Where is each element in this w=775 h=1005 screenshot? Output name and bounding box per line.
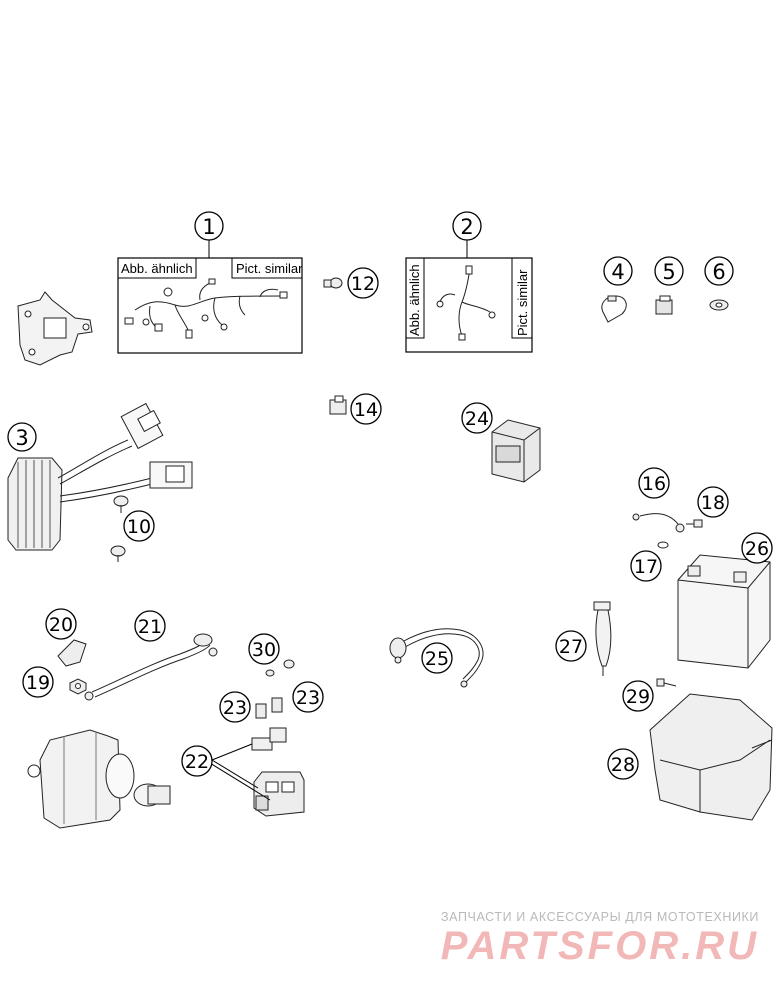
callout-21: 21	[134, 610, 166, 642]
callout-25: 25	[421, 642, 453, 674]
wiring-harness-box-1: Abb. ähnlich Pict. similar	[117, 240, 303, 354]
holder-clip	[655, 295, 673, 315]
callout-label: 17	[634, 556, 658, 578]
callout-label: 23	[296, 687, 320, 709]
callout-2: 2	[452, 211, 482, 241]
box2-left-label: Abb. ähnlich	[407, 264, 422, 336]
callout-label: 28	[611, 754, 635, 776]
box1-left-label: Abb. ähnlich	[121, 261, 193, 276]
callout-27: 27	[555, 630, 587, 662]
mounting-bracket	[17, 291, 93, 366]
wiring-harness-box-2: Abb. ähnlich Pict. similar	[405, 240, 533, 353]
box1-right-label: Pict. similar	[236, 261, 303, 276]
callout-label: 12	[351, 273, 375, 295]
callout-30: 30	[248, 633, 280, 665]
callout-20: 20	[45, 608, 77, 640]
callout-label: 10	[127, 516, 151, 538]
callout-23-left: 23	[219, 691, 251, 723]
callout-24: 24	[461, 402, 493, 434]
callout-label: 30	[252, 639, 276, 661]
callout-17: 17	[630, 550, 662, 582]
callout-label: 27	[559, 636, 583, 658]
callout-label: 18	[701, 492, 725, 514]
callout-label: 16	[642, 473, 666, 495]
watermark: ЗАПЧАСТИ И АКСЕССУАРЫ ДЛЯ МОТОТЕХНИКИ PA…	[441, 910, 759, 968]
battery	[677, 554, 771, 669]
callout-28: 28	[607, 748, 639, 780]
screw-10	[110, 495, 129, 562]
relay-cover	[251, 727, 287, 751]
callout-label: 5	[662, 260, 675, 284]
callout-4: 4	[603, 256, 633, 286]
box2-right-label: Pict. similar	[515, 269, 530, 336]
main-harness-drawing	[124, 278, 288, 339]
callout-29: 29	[622, 680, 654, 712]
battery-strap	[593, 601, 612, 676]
callout-16: 16	[638, 467, 670, 499]
callout-label: 24	[465, 408, 489, 430]
callout-label: 23	[223, 697, 247, 719]
callout-label: 19	[26, 672, 50, 694]
callout-label: 6	[712, 260, 725, 284]
connector-14	[329, 395, 347, 415]
tray-screw	[656, 678, 677, 687]
callout-label: 3	[15, 426, 28, 450]
callout-22: 22	[181, 745, 213, 777]
callout-label: 29	[626, 686, 650, 708]
watermark-brand: PARTSFOR.RU	[440, 924, 759, 968]
callout-label: 22	[185, 751, 209, 773]
battery-tray	[649, 693, 773, 821]
callout-14: 14	[350, 393, 382, 425]
callout-22-leaders	[204, 743, 271, 801]
fuse-23	[255, 697, 283, 719]
callout-1: 1	[194, 211, 224, 241]
callout-label: 20	[49, 614, 73, 636]
battery-washer	[657, 541, 669, 549]
callout-5: 5	[654, 256, 684, 286]
callout-10: 10	[123, 510, 155, 542]
cap-30	[265, 659, 295, 677]
starter-relay	[253, 771, 305, 817]
cable-tie	[601, 295, 627, 323]
nut-19	[69, 678, 87, 695]
callout-3: 3	[7, 422, 37, 452]
watermark-tagline: ЗАПЧАСТИ И АКСЕССУАРЫ ДЛЯ МОТОТЕХНИКИ	[441, 910, 759, 924]
callout-label: 2	[460, 215, 473, 239]
cable-grommet	[709, 299, 729, 311]
callout-6: 6	[704, 256, 734, 286]
battery-ground-cable	[632, 513, 685, 533]
control-unit	[491, 419, 541, 483]
secondary-harness-drawing	[436, 265, 496, 341]
callout-12: 12	[347, 267, 379, 299]
battery-screw	[686, 519, 703, 528]
starter-cable	[84, 633, 218, 701]
terminal-cap	[57, 639, 87, 667]
starter-motor	[27, 729, 171, 829]
battery-positive-cable	[389, 628, 484, 688]
callout-23-right: 23	[292, 681, 324, 713]
callout-label: 4	[611, 260, 624, 284]
voltage-regulator	[7, 402, 193, 551]
callout-label: 1	[202, 215, 215, 239]
callout-label: 25	[425, 648, 449, 670]
indicator-bulb	[323, 277, 343, 289]
callout-18: 18	[697, 486, 729, 518]
callout-19: 19	[22, 666, 54, 698]
callout-26: 26	[741, 532, 773, 564]
callout-label: 21	[138, 616, 162, 638]
callout-label: 14	[354, 399, 378, 421]
callout-label: 26	[745, 538, 769, 560]
